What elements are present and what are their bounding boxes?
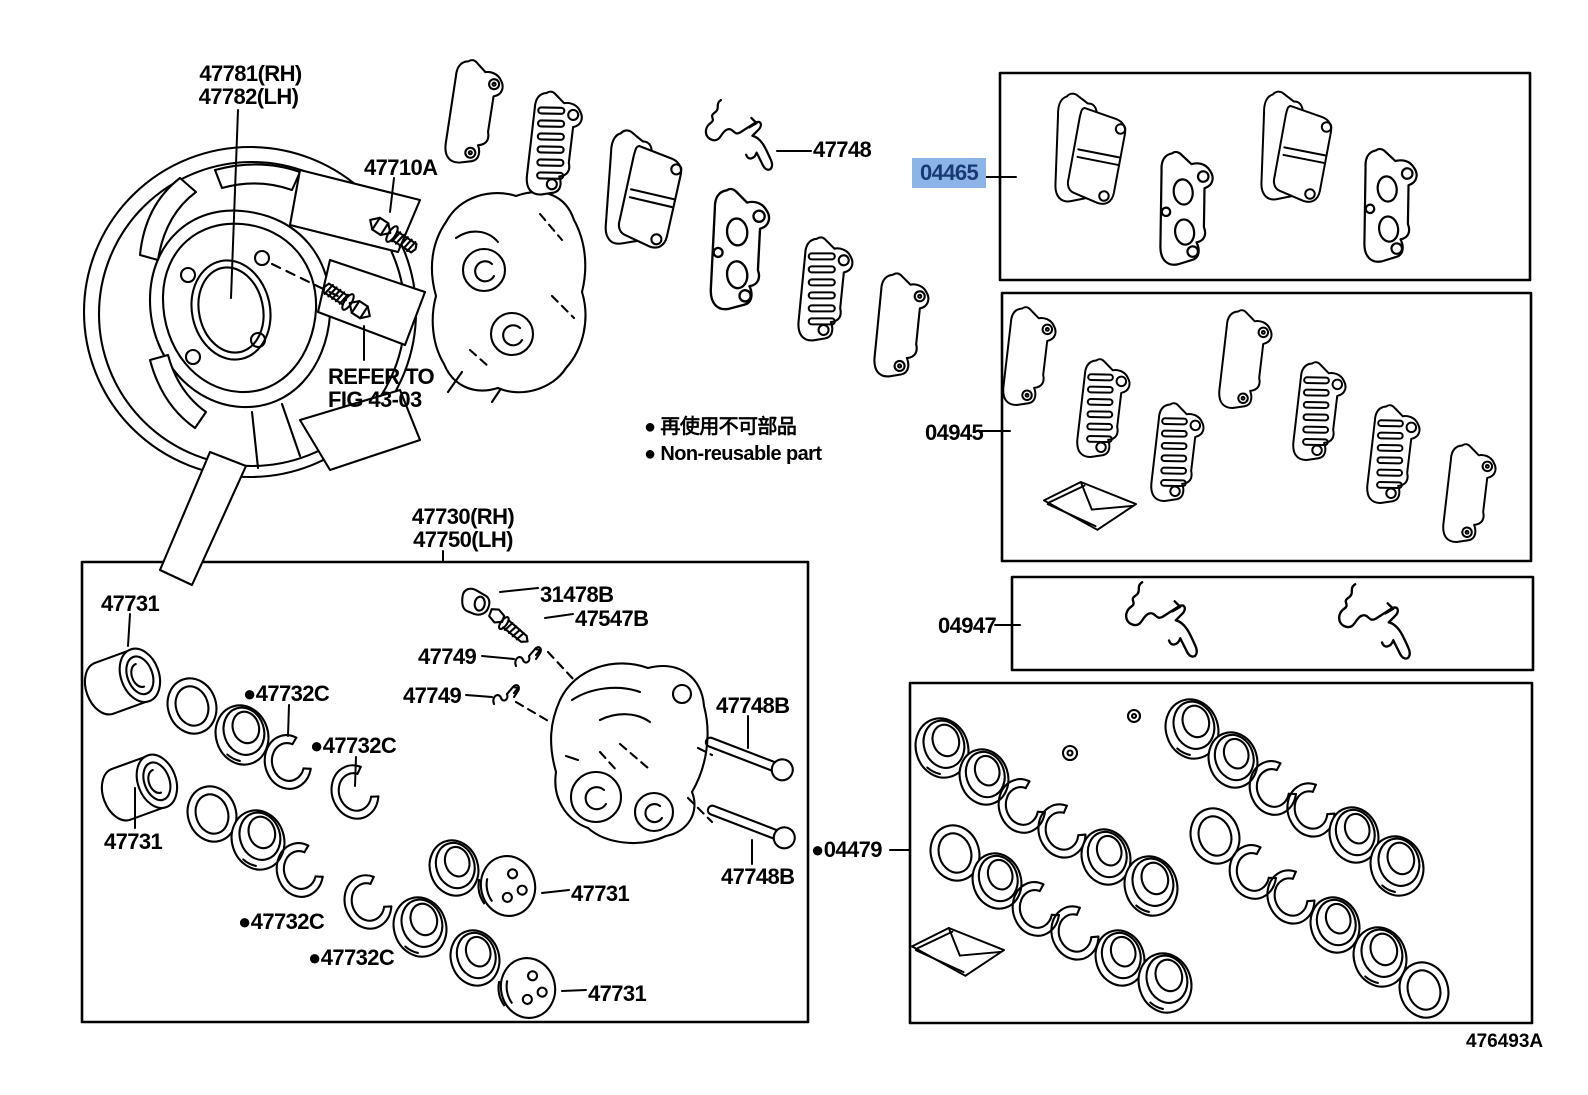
kit-pad-plate-drawing (1153, 149, 1216, 269)
pin-clip-47749-drawing (514, 646, 542, 668)
part-label-47750[interactable]: 47750(LH) (413, 527, 513, 552)
part-label-31478b[interactable]: 31478B (540, 582, 614, 607)
piston-seal-drawing (421, 832, 487, 904)
part-label-47730[interactable]: 47730(RH) (411, 504, 515, 529)
pad-spring-47748-drawing (704, 98, 774, 171)
part-label-47748b-2[interactable]: 47748B (721, 864, 795, 889)
bleeder-cap-31478b-drawing (459, 586, 493, 618)
cylinder-boot-drawing (222, 802, 294, 878)
piston-drawing (76, 641, 169, 722)
figure-code: 476493A (1466, 1031, 1544, 1052)
part-label-47781[interactable]: 47781(RH) (199, 61, 302, 86)
kit-brake-pad-drawing (1047, 91, 1130, 208)
kit-pad-spring-drawing (1337, 583, 1411, 660)
part-label-04479[interactable]: ●04479 (811, 837, 882, 862)
piston-seal-drawing (159, 670, 225, 742)
box-shim-kit-04945 (1000, 291, 1533, 563)
cylinder-kit-rings (906, 691, 1457, 1026)
pad-plate-drawing (703, 186, 773, 314)
box-caliper-assembly (80, 560, 810, 1024)
kit-slotted-shim-drawing (1359, 402, 1424, 509)
part-label-47732c-2[interactable]: ●47732C (310, 733, 397, 758)
part-label-47731-3[interactable]: 47731 (571, 881, 630, 906)
part-label-47547b[interactable]: 47547B (575, 606, 649, 631)
slide-pin-47748b-drawing (701, 729, 797, 785)
piston-drawing (93, 747, 186, 828)
pin-clip-47749-drawing (492, 684, 520, 706)
part-label-47731-1[interactable]: 47731 (101, 591, 160, 616)
leader-lines (127, 109, 1021, 992)
part-label-47732c-3[interactable]: ●47732C (238, 909, 325, 934)
part-label-47732c-4[interactable]: ●47732C (308, 945, 395, 970)
dashed-assembly-lines (514, 650, 714, 824)
part-label-47731-2[interactable]: 47731 (104, 829, 163, 854)
part-label-47731-4[interactable]: 47731 (588, 981, 647, 1006)
part-label-04465-selected[interactable]: 04465 (912, 158, 987, 189)
anti-squeal-shim-drawing (866, 270, 933, 383)
kit-shim-drawing (1435, 441, 1500, 548)
slotted-shim-drawing (518, 88, 587, 201)
anti-squeal-shim-drawing (437, 56, 508, 170)
note-nonreusable-en: ● Non-reusable part (644, 443, 822, 465)
part-label-47748b-1[interactable]: 47748B (716, 693, 790, 718)
part-label-47782[interactable]: 47782(LH) (198, 84, 299, 109)
piston-drawing (471, 849, 542, 923)
bleeder-screw-47547b-drawing (484, 604, 534, 648)
note-nonreusable-jp: ● 再使用不可部品 (644, 416, 797, 438)
part-label-47749-2[interactable]: 47749 (403, 683, 462, 708)
box-fitting-kit-04947 (1010, 575, 1535, 672)
kit-pad-plate-drawing (1357, 146, 1420, 266)
refer-note-line1: REFER TO (328, 364, 435, 389)
part-label-47710a[interactable]: 47710A (364, 155, 438, 180)
part-label-47749-1[interactable]: 47749 (418, 644, 477, 669)
kit-pad-spring-drawing (1124, 581, 1198, 658)
grease-packet-drawing (911, 927, 1005, 977)
set-ring-drawing (336, 868, 398, 936)
kit-shim-drawing (1211, 307, 1276, 414)
kit-slotted-shim-drawing (1143, 400, 1208, 507)
dashed-leader-hub-bolt (270, 262, 348, 302)
cylinder-boot-drawing (384, 889, 456, 965)
grease-packet-drawing (1043, 481, 1137, 531)
brake-pad-drawing (597, 127, 687, 253)
kit-brake-pad-drawing (1253, 89, 1336, 206)
caliper-front-drawing (430, 191, 587, 404)
box-cylinder-kit-04479 (908, 681, 1534, 1025)
set-ring-drawing (323, 758, 385, 826)
part-label-04945[interactable]: 04945 (925, 420, 984, 445)
refer-note-line2: FIG 43-03 (328, 387, 422, 412)
kit-shim-drawing (995, 304, 1060, 411)
part-label-47748[interactable]: 47748 (813, 137, 872, 162)
part-label-47732c-1[interactable]: ●47732C (243, 681, 330, 706)
kit-slotted-shim-drawing (1285, 359, 1350, 466)
piston-drawing (491, 951, 562, 1025)
kit-slotted-shim-drawing (1069, 356, 1134, 463)
slotted-shim-drawing (790, 234, 857, 347)
caliper-rear-drawing (550, 662, 709, 845)
piston-seal-drawing (442, 922, 508, 994)
part-label-04947[interactable]: 04947 (938, 613, 997, 638)
cylinder-boot-drawing (206, 697, 278, 773)
